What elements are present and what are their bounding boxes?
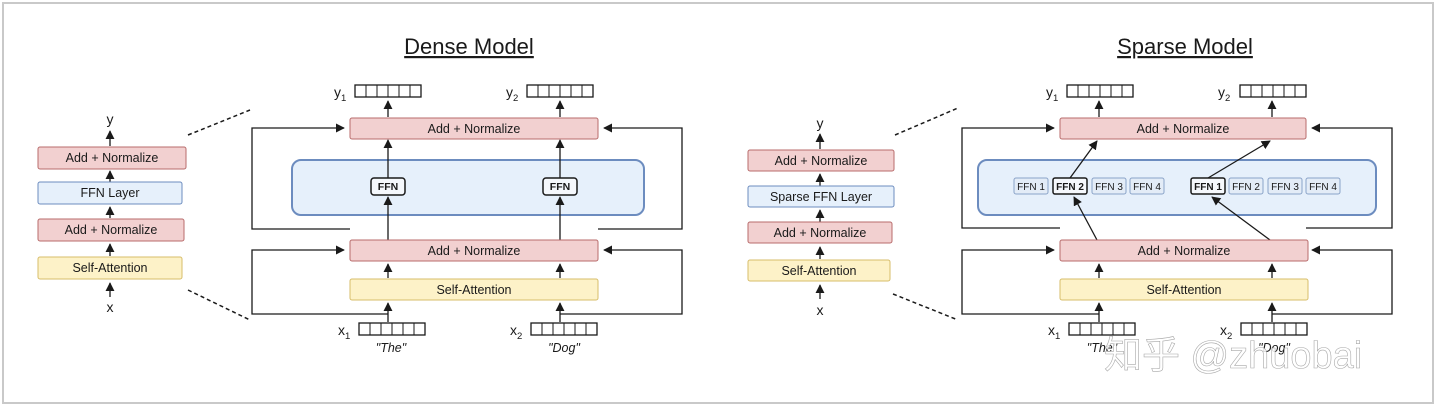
sparse-top-norm-label: Add + Normalize (1137, 122, 1230, 136)
dense-stack-mid-norm-label: Add + Normalize (65, 223, 158, 237)
dense-x2-label: x2 (510, 322, 522, 342)
dense-stack-ffn-box (37, 181, 183, 205)
dense-ffn-1-box (370, 177, 406, 196)
sparse-expert-l4-label: FFN 4 (1133, 182, 1161, 193)
dense-token-2: "Dog" (548, 341, 580, 355)
sparse-expert-r3-box (1267, 177, 1303, 195)
dense-attn-label: Self-Attention (436, 283, 511, 297)
sparse-expert-r4-label: FFN 4 (1309, 182, 1337, 193)
sparse-residual-right-top (1306, 123, 1393, 229)
sparse-expert-l2-label: FFN 2 (1056, 182, 1084, 193)
dense-stack-output-y: y (107, 111, 114, 127)
sparse-stack-attn-label: Self-Attention (781, 264, 856, 278)
dense-stack-attn-box (37, 256, 183, 280)
sparse-zoom-line-top (894, 107, 959, 136)
dense-x2-vector (530, 322, 598, 336)
sparse-token-1: "The" (1087, 341, 1118, 355)
dense-zoom-line-bottom (187, 289, 251, 321)
sparse-title: Sparse Model (1117, 34, 1253, 59)
sparse-x1-vector (1068, 322, 1136, 336)
sparse-route-in-1 (1073, 196, 1098, 241)
sparse-stack-attn-box (747, 259, 891, 282)
dense-residual-right-bottom (560, 245, 683, 315)
dense-x1-label: x1 (338, 322, 350, 342)
sparse-y2-vector (1239, 84, 1307, 98)
dense-top-norm-label: Add + Normalize (428, 122, 521, 136)
sparse-route-in-2 (1211, 196, 1271, 241)
sparse-x1-label: x1 (1048, 322, 1060, 342)
sparse-expert-l1-box (1013, 177, 1049, 195)
sparse-route-out-2 (1207, 140, 1271, 179)
sparse-expert-r1-box (1190, 177, 1226, 195)
sparse-expert-r2-box (1228, 177, 1264, 195)
sparse-top-norm-box (1059, 117, 1307, 140)
sparse-attn-label: Self-Attention (1146, 283, 1221, 297)
dense-stack-attn-label: Self-Attention (72, 261, 147, 275)
sparse-expert-l4-box (1129, 177, 1165, 195)
dense-mid-norm-box (349, 239, 599, 262)
sparse-expert-r2-label: FFN 2 (1232, 182, 1260, 193)
dense-stack-ffn-label: FFN Layer (80, 186, 139, 200)
dense-ffn-1-label: FFN (378, 181, 398, 193)
dense-mid-norm-label: Add + Normalize (428, 244, 521, 258)
dense-ffn-2-label: FFN (550, 181, 570, 193)
dense-x1-vector (358, 322, 426, 336)
sparse-mid-norm-label: Add + Normalize (1138, 244, 1231, 258)
dense-stack-mid-norm-box (37, 218, 185, 242)
sparse-route-out-1 (1069, 140, 1098, 179)
sparse-expert-r4-box (1305, 177, 1341, 195)
sparse-stack-mid-norm-label: Add + Normalize (774, 226, 867, 240)
sparse-mid-norm-box (1059, 239, 1309, 262)
sparse-residual-right-bottom (1272, 245, 1393, 315)
sparse-y2-label: y2 (1218, 84, 1230, 104)
sparse-y1-vector (1066, 84, 1134, 98)
dense-y2-label: y2 (506, 84, 518, 104)
dense-residual-left-bottom (251, 245, 388, 315)
sparse-stack-mid-norm-box (747, 221, 893, 244)
sparse-attn-box (1059, 278, 1309, 301)
dense-stack-top-norm-label: Add + Normalize (66, 151, 159, 165)
dense-y1-vector (354, 84, 422, 98)
dense-title: Dense Model (404, 34, 534, 59)
sparse-stack-ffn-box (747, 185, 895, 208)
sparse-residual-left-top (961, 123, 1060, 229)
sparse-token-2: "Dog" (1258, 341, 1290, 355)
sparse-stack-input-x: x (817, 302, 824, 318)
watermark-text: 知乎 @zhuobai (1104, 335, 1362, 377)
sparse-expert-r3-label: FFN 3 (1271, 182, 1299, 193)
sparse-experts-left: FFN 1 FFN 2 FFN 3 FFN 4 (1013, 177, 1165, 195)
figure-frame (2, 2, 1434, 404)
dense-attn-box (349, 278, 599, 301)
dense-stack-top-norm-box (37, 146, 187, 170)
sparse-stack-top-norm-box (747, 149, 895, 172)
dense-top-norm-box (349, 117, 599, 140)
dense-ffn-2-box (542, 177, 578, 196)
sparse-stack-output-y: y (817, 115, 824, 131)
sparse-experts-right: FFN 1 FFN 2 FFN 3 FFN 4 (1190, 177, 1341, 195)
dense-y1-label: y1 (334, 84, 346, 104)
sparse-expert-l3-box (1091, 177, 1127, 195)
sparse-x2-vector (1240, 322, 1308, 336)
sparse-zoom-line-bottom (892, 293, 959, 321)
sparse-expert-l2-box (1052, 177, 1088, 195)
sparse-stack-ffn-label: Sparse FFN Layer (770, 190, 872, 204)
dense-stack-input-x: x (107, 299, 114, 315)
sparse-expert-l3-label: FFN 3 (1095, 182, 1123, 193)
sparse-residual-left-bottom (961, 245, 1099, 315)
sparse-expert-r1-label: FFN 1 (1194, 182, 1222, 193)
dense-residual-right-top (598, 123, 683, 230)
dense-ffn-layer-box (291, 159, 645, 216)
sparse-expert-l1-label: FFN 1 (1017, 182, 1045, 193)
dense-zoom-line-top (187, 109, 251, 136)
sparse-y1-label: y1 (1046, 84, 1058, 104)
dense-y2-vector (526, 84, 594, 98)
dense-token-1: "The" (376, 341, 407, 355)
sparse-stack-top-norm-label: Add + Normalize (775, 154, 868, 168)
sparse-x2-label: x2 (1220, 322, 1232, 342)
dense-residual-left-top (251, 123, 350, 230)
